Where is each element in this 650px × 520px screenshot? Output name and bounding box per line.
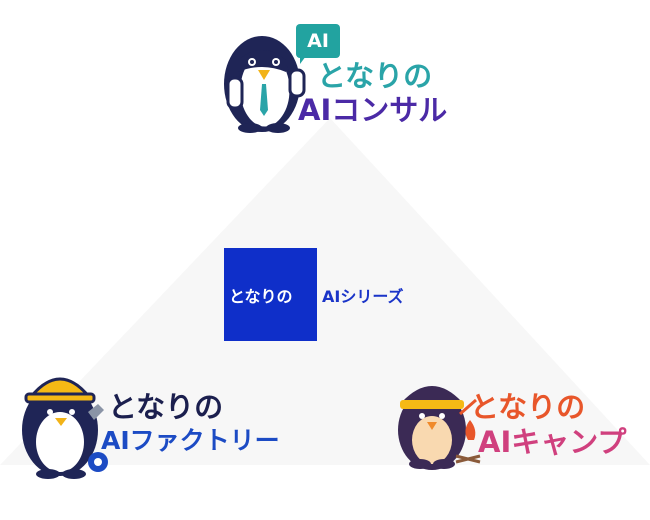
- camp-brand-line1: となりの: [470, 390, 586, 424]
- penguin-camp-icon: [398, 386, 481, 470]
- consul-brand-line1: となりの: [317, 59, 433, 93]
- consul-brand-line2: AIコンサル: [298, 93, 448, 127]
- center-logo-left-text: となりの: [229, 287, 293, 306]
- factory-brand-line2: AIファクトリー: [101, 426, 280, 455]
- factory-brand-line1: となりの: [108, 390, 224, 424]
- camp-brand-line2: AIキャンプ: [478, 425, 627, 459]
- center-logo-right-text: AIシリーズ: [322, 287, 404, 306]
- center-logo-box: [224, 248, 317, 341]
- background-triangle: [0, 118, 650, 465]
- ai-speech-bubble: AI: [296, 24, 340, 58]
- penguin-suit-icon: [224, 36, 306, 133]
- ai-bubble-tail: [300, 56, 306, 64]
- penguin-helmet-icon: [22, 377, 108, 479]
